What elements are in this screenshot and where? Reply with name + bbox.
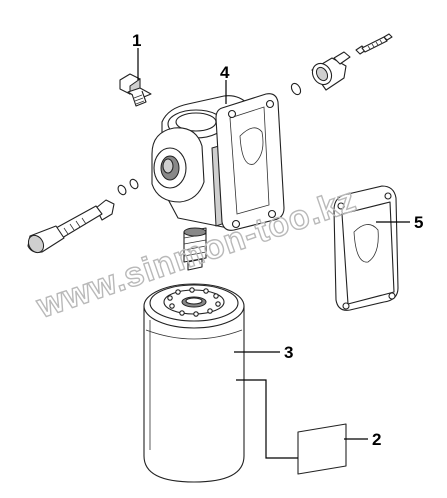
- long-bolt: [355, 33, 393, 55]
- filter-holes: [167, 287, 221, 317]
- callout-4: 4: [220, 63, 230, 82]
- drain-valve: [27, 178, 139, 254]
- leader-3b: [236, 379, 298, 459]
- gasket-part-5: [333, 185, 399, 311]
- filter-head-part-4: [151, 93, 285, 271]
- callout-1: 1: [132, 31, 141, 50]
- label-part-2: [297, 423, 347, 475]
- filter-cartridge-part-3: [143, 283, 245, 483]
- callout-3: 3: [284, 343, 293, 362]
- bolt-part-1: [119, 73, 152, 107]
- leader-lines: [137, 48, 410, 459]
- banjo-fitting: [290, 51, 351, 96]
- callout-5: 5: [414, 213, 423, 232]
- callout-2: 2: [372, 430, 381, 449]
